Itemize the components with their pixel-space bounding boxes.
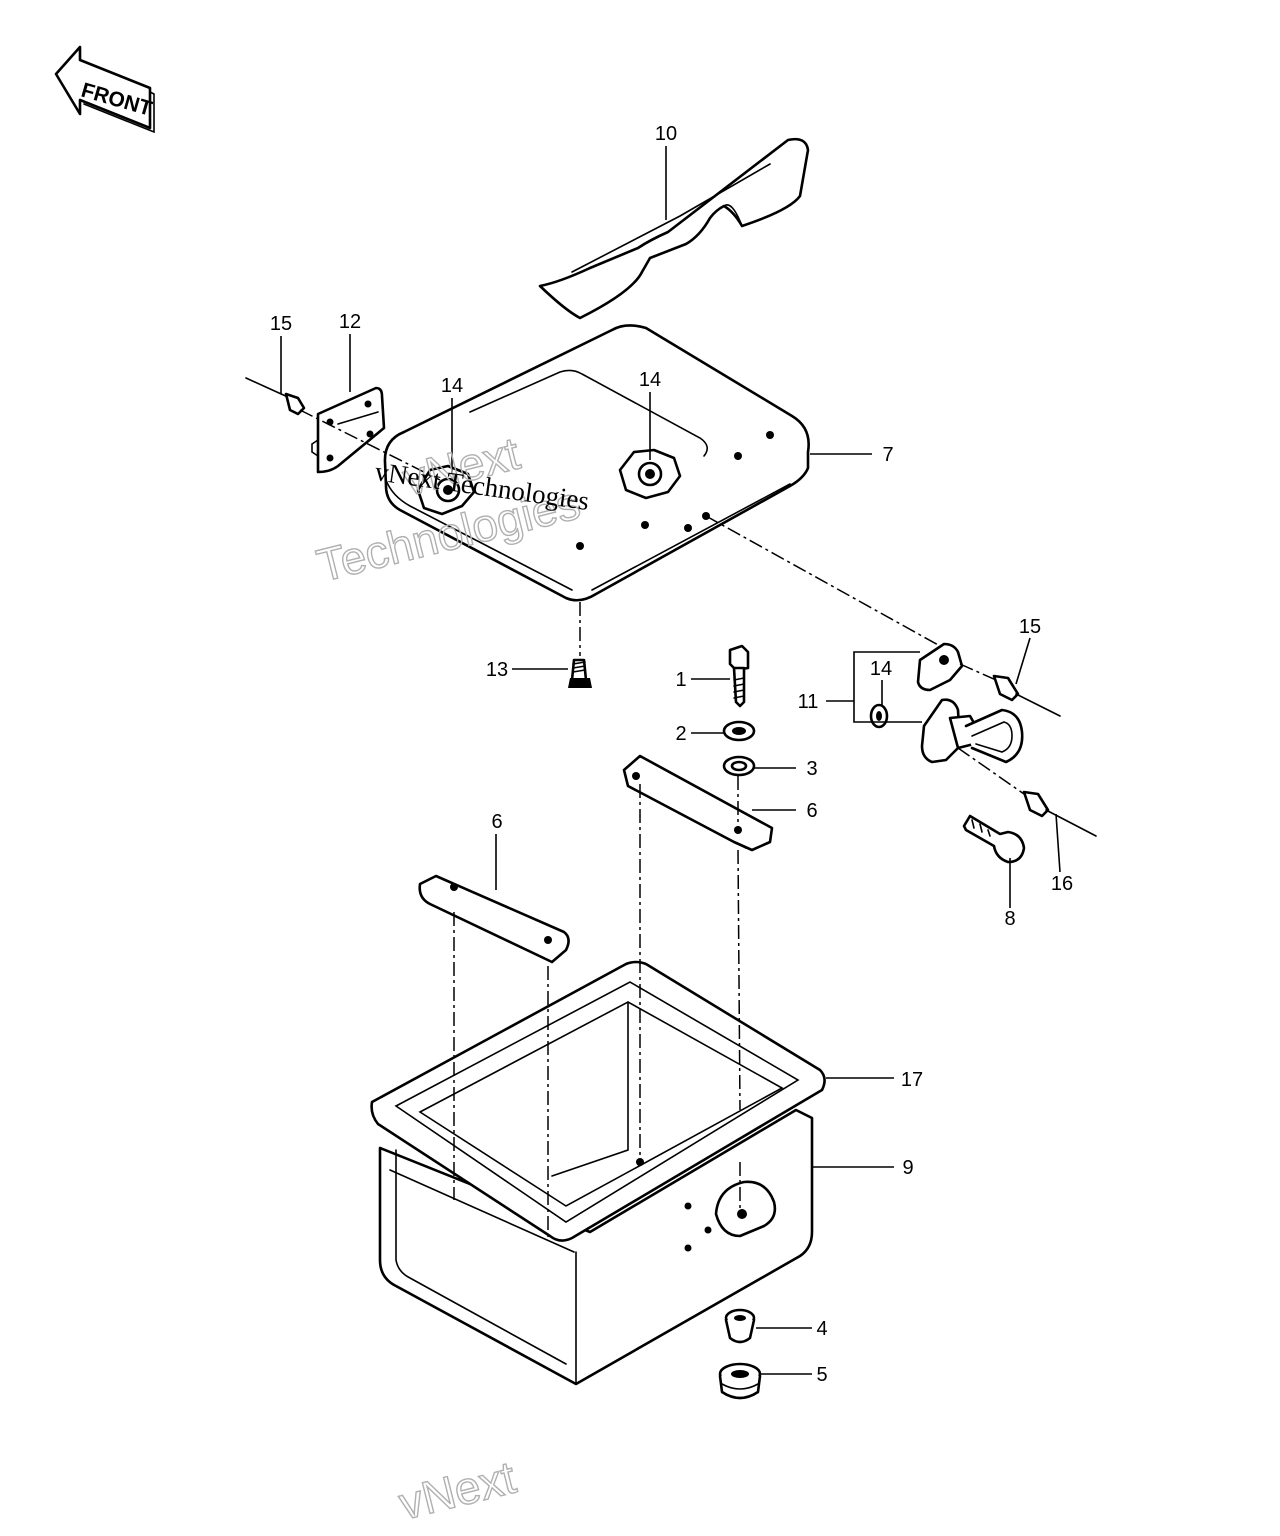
part-14-grommet-right (618, 448, 682, 500)
callout-16: 16 (1051, 873, 1073, 895)
callout-14-left: 14 (441, 375, 463, 397)
part-9-box-body (378, 1108, 814, 1386)
part-16-rivet (1022, 790, 1097, 837)
callout-6-left: 6 (491, 811, 502, 833)
callout-12: 12 (339, 311, 361, 333)
part-13-screw (568, 658, 592, 688)
callout-15-right: 15 (1019, 616, 1041, 638)
callout-13: 13 (486, 659, 508, 681)
part-7-lid (383, 324, 810, 602)
part-11-lock-assembly (916, 642, 1024, 764)
front-arrow-icon: FRONT (54, 45, 155, 134)
part-14-lock-washer (869, 703, 889, 729)
callout-4: 4 (816, 1318, 827, 1340)
callout-10: 10 (655, 123, 677, 145)
alignment-lines (299, 409, 1025, 1240)
callout-9: 9 (902, 1157, 913, 1179)
part-12-hinge-plate (311, 386, 386, 474)
part-5-rubber-grommet (718, 1362, 762, 1400)
callout-1: 1 (675, 669, 686, 691)
part-4-collar (724, 1308, 756, 1344)
part-10-handle-rail (538, 137, 810, 320)
callout-2: 2 (675, 723, 686, 745)
callout-7: 7 (882, 444, 893, 466)
callout-14-center: 14 (639, 369, 661, 391)
watermark-text-vnext-bottom: vNext (394, 1451, 521, 1530)
callout-3: 3 (806, 758, 817, 780)
part-15-rivet-left (245, 377, 306, 416)
callout-5: 5 (816, 1364, 827, 1386)
callout-14-lock: 14 (870, 658, 892, 680)
leader-lines (280, 146, 1061, 1375)
part-2-spring-washer (722, 720, 756, 742)
callout-17: 17 (901, 1069, 923, 1091)
part-6-mount-plate-left (418, 874, 570, 964)
callout-8: 8 (1004, 908, 1015, 930)
callout-labels: 1 2 3 4 5 6 6 7 8 9 10 11 12 13 14 14 14… (270, 123, 1073, 1386)
part-14-grommet-box (714, 1180, 777, 1238)
callout-11: 11 (798, 691, 819, 713)
part-6-mount-plate-right (622, 754, 774, 852)
part-3-flat-washer (722, 755, 756, 777)
part-14-grommet-left (416, 464, 476, 516)
part-15-rivet-right (992, 674, 1061, 717)
part-17-seal-gasket (370, 960, 826, 1242)
callout-6-right: 6 (806, 800, 817, 822)
callout-15-left: 15 (270, 313, 292, 335)
part-8-key-icon (962, 814, 1026, 864)
part-1-bolt (728, 644, 750, 708)
